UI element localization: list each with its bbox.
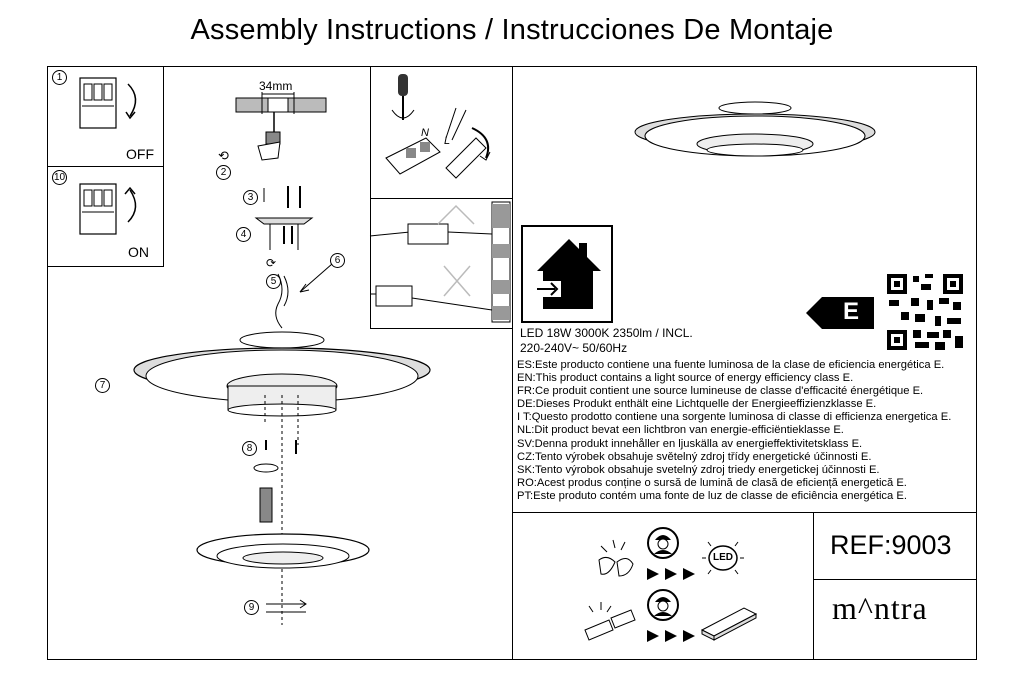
efficiency-statement: ES:Este producto contiene una fuente lum… [517,359,945,371]
brand-logo: m^ntra [832,590,928,626]
switch-off-icon [79,77,137,129]
step-1-number: 1 [52,70,67,85]
screws-icon [263,186,301,208]
divider-step1-10 [47,166,163,167]
wire-label-l: L [444,135,451,147]
dashed-guide-lines [264,395,299,625]
led-module-icon [253,440,297,523]
efficiency-statement: FR:Ce produit contient une source lumine… [517,385,924,398]
dimension-label: 34mm [259,79,293,93]
rotate-arrow-icon [266,599,307,613]
arrow-icon [647,568,695,580]
wire-label-n: N [421,127,429,139]
ceiling-drill-diagram [235,92,327,114]
efficiency-statement: NL:Dit product bevat een lichtbron van e… [517,424,844,437]
divider-vertical-right [512,66,513,660]
technician-icon [647,589,679,621]
switch-on-label: ON [128,244,149,260]
product-illustration [634,101,876,157]
efficiency-statement: SK:Tento výrobok obsahuje svetelný zdroj… [517,463,880,476]
wire-connection-diagram [369,201,511,323]
step-3-number: 3 [243,190,258,205]
efficiency-statement: CZ:Tento výrobek obsahuje světelný zdroj… [517,450,872,463]
divider-wire-panel-bottom [370,328,512,329]
efficiency-statement: I T:Questo prodotto contiene una sorgent… [517,411,952,424]
switch-off-label: OFF [126,146,154,162]
wire-connector-icon [257,112,281,161]
divider-wire-panel [370,198,512,199]
divider-left-column [47,266,163,267]
efficiency-statement: SV:Denna produkt innehåller en ljuskälla… [517,437,863,450]
efficiency-statement: RO:Acest produs conține o sursă de lumin… [517,476,907,489]
led-bulb-label: LED [713,552,733,563]
rotate-icon: ⟳ [266,256,277,270]
efficiency-statement: PT:Este produto contém uma fonte de luz … [517,489,907,502]
efficiency-statement: EN:This product contains a light source … [517,372,854,385]
step-4-number: 4 [236,227,251,242]
qr-code-icon [885,272,965,352]
driver-box-icon [700,607,758,641]
spec-line-1: LED 18W 3000K 2350lm / INCL. [520,326,693,340]
energy-class-arrow [806,297,874,329]
mounting-plate-icon [254,217,314,250]
diffuser-diagram [196,533,370,569]
house-energy-label-icon [521,225,613,323]
energy-class-letter: E [843,298,860,325]
step-7-number: 7 [95,378,110,393]
spec-line-2: 220-240V~ 50/60Hz [520,341,628,355]
step-10-number: 10 [52,170,67,185]
divider-vertical-middle [370,66,371,328]
switch-on-icon [79,183,137,235]
efficiency-statements: ES:Este producto contiene una fuente lum… [517,359,972,503]
broken-bulb-icon [598,539,634,577]
terminal-block-icon [385,107,491,179]
rotate-icon: ⟲ [218,148,229,163]
led-bulb-icon [702,541,744,575]
divider-ref-column [813,512,814,660]
step-2-number: 2 [216,165,231,180]
divider-vertical-left [163,66,164,267]
step-6-number: 6 [330,253,345,268]
step-9-number: 9 [244,600,259,615]
efficiency-statement: DE:Dieses Produkt enthält eine Lichtquel… [517,398,877,411]
arrow-icon [647,630,695,642]
page-title: Assembly Instructions / Instrucciones De… [190,14,834,46]
divider-bottom-right [512,512,977,513]
step-8-number: 8 [242,441,257,456]
broken-driver-icon [584,602,636,641]
pointer-arrow [299,263,333,293]
divider-ref-brand [813,579,977,580]
cable-icon [275,273,289,329]
reference-number: REF:9003 [830,530,952,560]
technician-icon [647,527,679,559]
lamp-canopy-diagram [133,331,431,417]
screwdriver-icon [391,74,415,120]
